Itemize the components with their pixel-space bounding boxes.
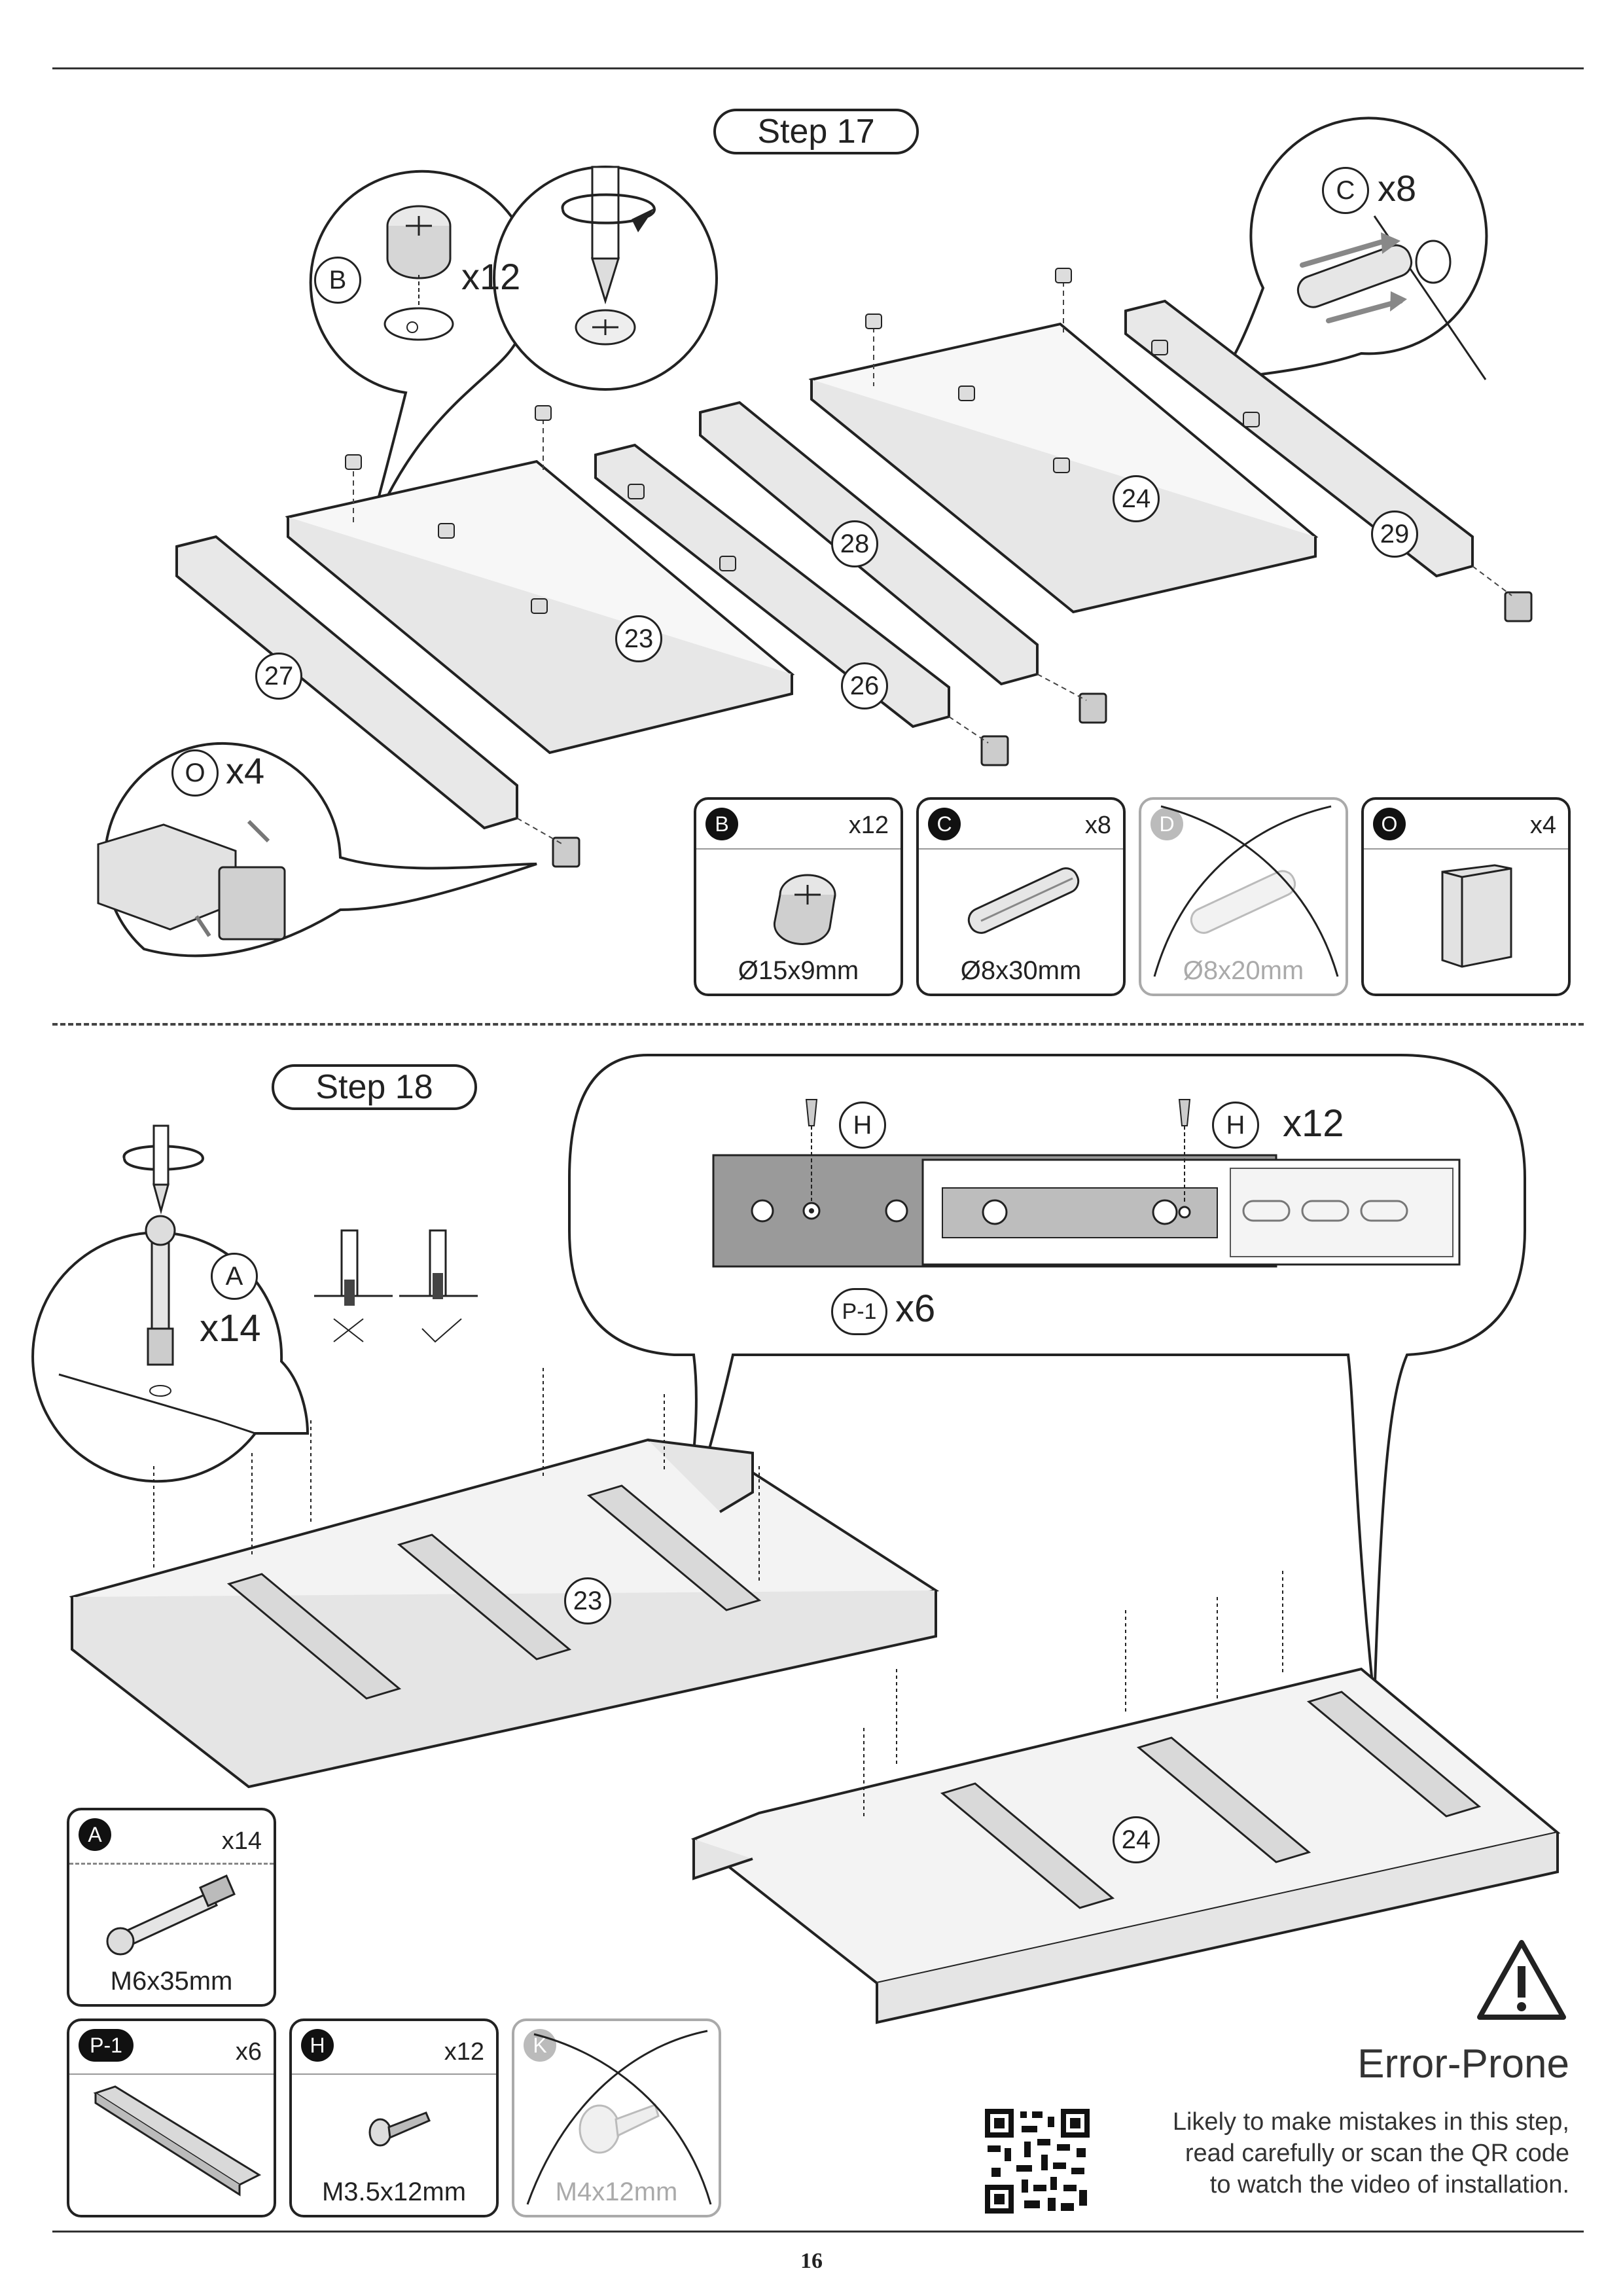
cam-bolt-icon [106, 1874, 236, 1956]
part-c-qty: x8 [1084, 812, 1111, 839]
drawer-rail-icon [93, 2085, 262, 2197]
panel-23-label: 23 [615, 615, 662, 662]
part-p1-qty: x6 [235, 2038, 262, 2066]
part-k-name: M4x12mm [555, 2178, 678, 2206]
callout-o-qty: x4 [226, 750, 265, 791]
part-box-b: B x12 Ø15x9mm [694, 797, 903, 996]
foot-pad-icon [97, 819, 286, 941]
screwdriver-icon [561, 166, 656, 346]
part-box-k: K M4x12mm [512, 2018, 721, 2217]
cam-bolt-icon [145, 1215, 176, 1397]
part-d-badge: D [1150, 808, 1183, 840]
panel-26-label: 26 [841, 662, 888, 709]
callout-o-letter: O [171, 749, 219, 797]
part-box-c: C x8 Ø8x30mm [916, 797, 1126, 996]
warning-line-1: Likely to make mistakes in this step, [1172, 2108, 1569, 2136]
panel-28-label: 28 [831, 520, 878, 567]
part-a-qty: x14 [221, 1827, 262, 1855]
part-a-name: M6x35mm [110, 1967, 233, 1996]
panel-29-label: 29 [1371, 511, 1418, 558]
bottom-rule [52, 2231, 1584, 2233]
part-d-name: Ø8x20mm [1183, 956, 1304, 985]
callout-c-letter: C [1322, 167, 1369, 214]
screwdriver-icon [122, 1124, 205, 1215]
part-box-o: O x4 [1361, 797, 1571, 996]
part-b-badge: B [705, 808, 738, 840]
step-18-title: Step 18 [272, 1064, 477, 1110]
qr-code-icon[interactable] [985, 2109, 1090, 2214]
rail-h-qty: x12 [1283, 1102, 1344, 1145]
foot-pad-icon [1441, 864, 1512, 968]
part-o-qty: x4 [1529, 812, 1556, 839]
part-p1-badge: P-1 [79, 2029, 134, 2062]
step-divider [52, 1023, 1584, 1026]
part-b-qty: x12 [848, 812, 889, 839]
frame-23-label: 23 [564, 1577, 611, 1624]
callout-b-qty: x12 [461, 256, 521, 297]
part-h-name: M3.5x12mm [321, 2178, 467, 2206]
callout-c-qty: x8 [1378, 168, 1417, 209]
part-box-a: A x14 M6x35mm [67, 1808, 276, 2007]
top-rule [52, 67, 1584, 69]
part-box-d: D Ø8x20mm [1139, 797, 1348, 996]
part-box-p1: P-1 x6 [67, 2018, 276, 2217]
bolt-a-qty: x14 [200, 1307, 261, 1350]
cam-lock-icon [383, 205, 454, 341]
rail-p1-label: P-1 [831, 1288, 887, 1335]
part-c-name: Ø8x30mm [960, 956, 1082, 985]
warning-line-2: read carefully or scan the QR code [1185, 2140, 1569, 2167]
dowel-icon [1153, 805, 1339, 977]
part-c-badge: C [928, 808, 961, 840]
screw-icon [526, 2030, 712, 2205]
part-o-badge: O [1373, 808, 1406, 840]
part-h-qty: x12 [444, 2038, 484, 2066]
warning-title: Error-Prone [1357, 2041, 1569, 2087]
install-check-icon [314, 1229, 478, 1343]
rail-h-letter-1: H [839, 1102, 886, 1149]
panel-27-label: 27 [255, 653, 302, 700]
part-b-name: Ø15x9mm [738, 956, 859, 985]
rail-p1-qty: x6 [895, 1287, 936, 1330]
dowel-icon [967, 867, 1080, 934]
cam-lock-icon [773, 874, 836, 945]
callout-b-letter: B [314, 257, 361, 304]
screw-icon [368, 2111, 431, 2147]
dowel-icon [1230, 196, 1487, 380]
warning-triangle-icon [1477, 1940, 1566, 2020]
part-k-badge: K [524, 2029, 556, 2062]
panel-24-label: 24 [1113, 475, 1160, 522]
bolt-a-letter: A [211, 1253, 258, 1300]
part-h-badge: H [301, 2029, 334, 2062]
warning-line-3: to watch the video of installation. [1209, 2171, 1569, 2198]
drawer-rail-icon [712, 1099, 1461, 1268]
part-a-badge: A [79, 1818, 111, 1851]
step-17-title: Step 17 [713, 109, 919, 154]
rail-h-letter-2: H [1212, 1102, 1259, 1149]
frame-24-label: 24 [1113, 1816, 1160, 1863]
part-box-h: H x12 M3.5x12mm [289, 2018, 499, 2217]
page-number: 16 [800, 2249, 823, 2273]
